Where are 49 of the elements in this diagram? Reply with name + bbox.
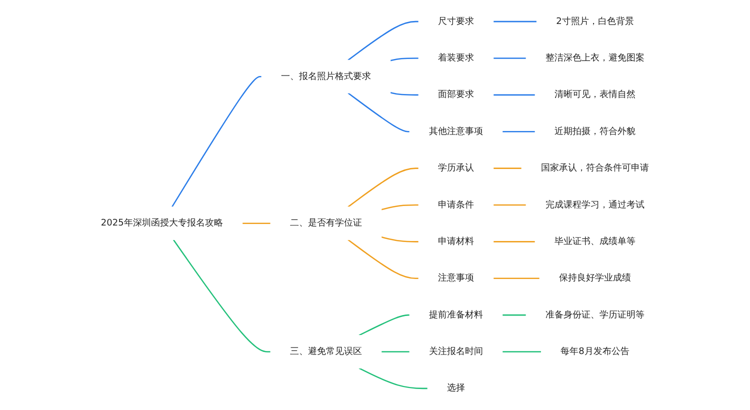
connector <box>381 351 410 352</box>
node-text: 注意事项 <box>438 272 474 284</box>
connector <box>502 351 542 352</box>
node-text: 2025年深圳函授大专报名攻略 <box>100 218 223 228</box>
connector <box>381 236 419 242</box>
node-text: 准备身份证、学历证明等 <box>545 310 645 320</box>
node-text: 关注报名时间 <box>428 346 484 357</box>
connector <box>348 168 419 208</box>
connector <box>493 278 540 280</box>
connector <box>348 92 410 132</box>
node-text: 国家承认，符合条件可申请 <box>540 162 650 174</box>
node-text: 尺寸要求 <box>438 16 474 26</box>
connector <box>348 239 419 280</box>
connector <box>390 92 419 96</box>
connector <box>493 20 537 22</box>
node-text: 毕业证书、成绩单等 <box>554 236 636 247</box>
node-text: 其他注意事项 <box>428 126 484 136</box>
node-text: 完成课程学习，通过考试 <box>545 200 645 210</box>
node-text: 二、是否有学位证 <box>290 218 362 228</box>
connector <box>171 76 262 208</box>
connector <box>358 314 410 336</box>
node-text: 着装要求 <box>438 52 474 64</box>
connector <box>502 130 536 132</box>
node-text: 清晰可见，表情自然 <box>554 89 636 100</box>
node-text: 学历承认 <box>438 162 474 174</box>
connector <box>358 368 428 390</box>
node-text: 申请材料 <box>438 236 474 247</box>
node-text: 选择 <box>446 382 465 394</box>
node-text: 提前准备材料 <box>428 310 484 320</box>
connector <box>493 168 522 169</box>
connector <box>493 204 526 206</box>
node-text: 一、报名照片格式要求 <box>280 71 372 82</box>
connector <box>493 241 536 242</box>
node-text: 每年8月发布公告 <box>560 346 630 357</box>
connector <box>172 239 271 352</box>
connector <box>493 58 526 59</box>
node-text: 保持良好学业成绩 <box>558 272 632 284</box>
node-text: 三、避免常见误区 <box>290 346 362 357</box>
node-text: 申请条件 <box>438 200 474 210</box>
connector <box>493 94 536 96</box>
node-text: 近期拍摄，符合外貌 <box>554 126 636 136</box>
connector <box>242 222 271 224</box>
connector <box>348 20 419 61</box>
connector <box>381 204 419 210</box>
connector <box>390 58 419 62</box>
node-text: 2寸照片，白色背景 <box>556 16 634 26</box>
node-text: 整洁深色上衣，避免图案 <box>545 52 645 64</box>
connector <box>502 314 526 316</box>
node-text: 面部要求 <box>438 89 474 100</box>
